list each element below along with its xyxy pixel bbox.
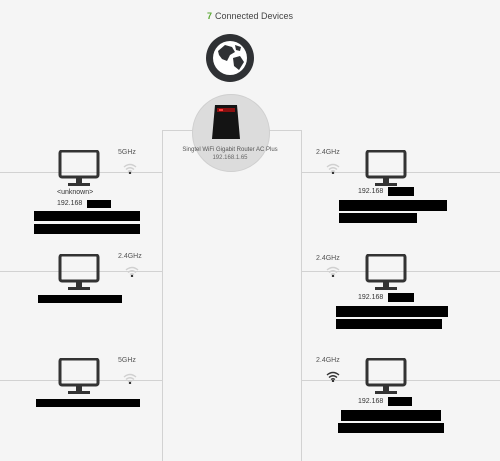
branch-line <box>301 172 500 173</box>
device-band: 2.4GHz <box>316 149 340 156</box>
device-name: <unknown> <box>57 189 94 196</box>
redaction-bar <box>38 295 122 303</box>
redaction-bar <box>388 397 412 406</box>
wifi-icon <box>326 371 340 382</box>
wifi-icon <box>326 163 340 174</box>
redaction-bar <box>87 200 111 208</box>
redaction-bar <box>36 399 140 407</box>
tree-line-top-right <box>267 130 302 131</box>
redaction-bar <box>34 211 140 221</box>
branch-line <box>301 380 500 381</box>
redaction-bar <box>388 187 414 196</box>
device-band: 5GHz <box>118 357 136 364</box>
monitor-icon[interactable] <box>57 254 101 292</box>
device-ip: 192.168 <box>57 200 83 207</box>
branch-line <box>0 380 162 381</box>
device-ip: 192.168 <box>358 398 384 405</box>
router-name: Singtel WiFi Gigabit Router AC Plus <box>182 147 278 153</box>
device-ip: 192.168 <box>358 294 384 301</box>
redaction-bar <box>339 200 447 211</box>
branch-line <box>0 271 162 272</box>
device-band: 2.4GHz <box>118 253 142 260</box>
device-ip: 192.168 <box>358 188 384 195</box>
device-count: 7 <box>206 11 212 21</box>
redaction-bar <box>34 224 140 234</box>
redaction-bar <box>336 306 448 317</box>
branch-line <box>301 271 500 272</box>
redaction-bar <box>341 410 441 421</box>
header-label: Connected Devices <box>214 11 294 21</box>
monitor-icon[interactable] <box>364 150 408 188</box>
redaction-bar <box>339 213 417 223</box>
redaction-bar <box>336 319 442 329</box>
wifi-icon <box>326 266 340 277</box>
wifi-icon <box>123 373 137 384</box>
tree-line-left-vertical <box>162 130 163 461</box>
monitor-icon[interactable] <box>364 358 408 396</box>
redaction-bar <box>338 423 444 433</box>
tree-line-right-vertical <box>301 130 302 461</box>
wifi-icon <box>123 163 137 174</box>
monitor-icon[interactable] <box>364 254 408 292</box>
device-band: 2.4GHz <box>316 357 340 364</box>
wifi-icon <box>125 266 139 277</box>
monitor-icon[interactable] <box>57 150 101 188</box>
router-icon <box>212 105 240 139</box>
redaction-bar <box>388 293 414 302</box>
tree-line-top-left <box>162 130 194 131</box>
device-band: 5GHz <box>118 149 136 156</box>
device-band: 2.4GHz <box>316 255 340 262</box>
globe-icon[interactable] <box>205 33 255 83</box>
router-ip: 192.168.1.65 <box>212 155 248 161</box>
branch-line <box>0 172 162 173</box>
monitor-icon[interactable] <box>57 358 101 396</box>
